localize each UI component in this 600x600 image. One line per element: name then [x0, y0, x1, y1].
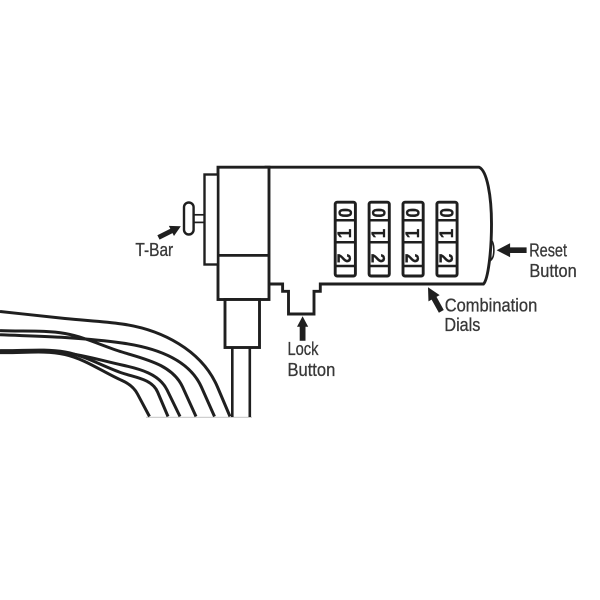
svg-text:0: 0 [403, 208, 424, 217]
svg-text:Dials: Dials [444, 314, 480, 335]
svg-text:0: 0 [369, 208, 390, 217]
svg-text:Lock: Lock [288, 339, 320, 360]
svg-text:2: 2 [435, 254, 456, 263]
svg-text:1: 1 [334, 229, 355, 238]
svg-text:Button: Button [288, 359, 336, 380]
svg-text:2: 2 [333, 254, 354, 263]
svg-text:Button: Button [529, 260, 576, 281]
svg-text:2: 2 [401, 254, 422, 263]
svg-text:0: 0 [437, 208, 458, 217]
svg-text:Reset: Reset [529, 241, 567, 261]
svg-text:2: 2 [367, 254, 388, 263]
svg-text:Combination: Combination [445, 295, 538, 316]
svg-text:0: 0 [335, 208, 356, 217]
svg-text:1: 1 [402, 229, 423, 238]
svg-text:T-Bar: T-Bar [135, 240, 173, 260]
svg-text:1: 1 [436, 229, 457, 238]
svg-text:1: 1 [368, 229, 389, 238]
